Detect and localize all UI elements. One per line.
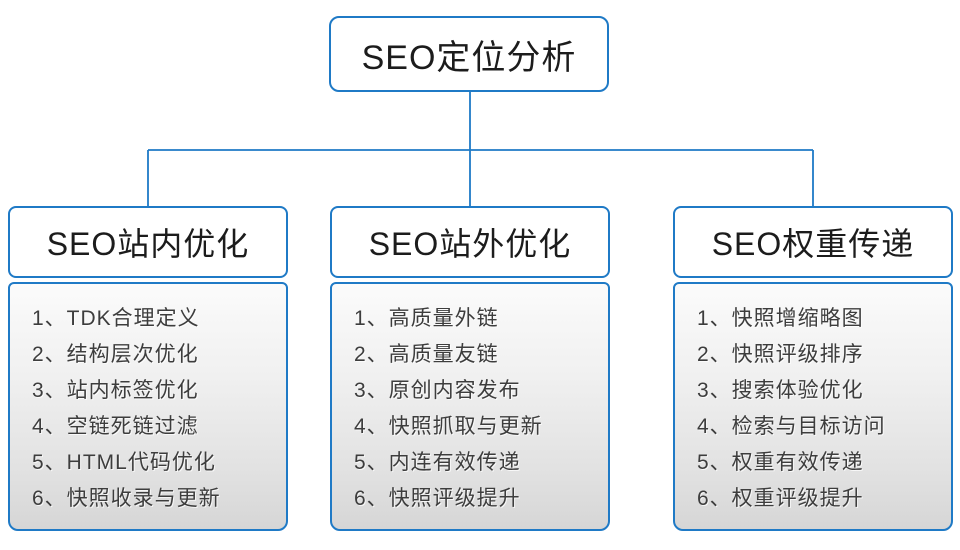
column-weight-title: SEO权重传递 [711, 226, 915, 262]
list-item: 2、结构层次优化 [32, 343, 199, 366]
column-weight-list: 1、快照增缩略图 2、快照评级排序 3、搜索体验优化 4、检索与目标访问 5、权… [673, 282, 953, 531]
list-item: 5、HTML代码优化 [32, 451, 216, 474]
list-item: 1、快照增缩略图 [697, 307, 864, 330]
list-item: 1、高质量外链 [354, 307, 499, 330]
column-offsite-list: 1、高质量外链 2、高质量友链 3、原创内容发布 4、快照抓取与更新 5、内连有… [330, 282, 610, 531]
list-item: 6、快照收录与更新 [32, 487, 221, 510]
column-onsite-list: 1、TDK合理定义 2、结构层次优化 3、站内标签优化 4、空链死链过滤 5、H… [8, 282, 288, 531]
list-item: 6、快照评级提升 [354, 487, 521, 510]
list-item: 3、原创内容发布 [354, 379, 521, 402]
column-weight: SEO权重传递 1、快照增缩略图 2、快照评级排序 3、搜索体验优化 4、检索与… [673, 206, 953, 531]
list-item: 1、TDK合理定义 [32, 307, 200, 330]
column-onsite: SEO站内优化 1、TDK合理定义 2、结构层次优化 3、站内标签优化 4、空链… [8, 206, 288, 531]
list-item: 2、快照评级排序 [697, 343, 864, 366]
list-item: 5、内连有效传递 [354, 451, 521, 474]
column-offsite-header: SEO站外优化 [330, 206, 610, 278]
list-item: 6、权重评级提升 [697, 487, 864, 510]
list-item: 4、检索与目标访问 [697, 415, 886, 438]
root-node: SEO定位分析 [329, 16, 609, 92]
column-onsite-header: SEO站内优化 [8, 206, 288, 278]
column-offsite-title: SEO站外优化 [368, 226, 572, 262]
connector-path [147, 92, 814, 206]
column-weight-header: SEO权重传递 [673, 206, 953, 278]
column-onsite-title: SEO站内优化 [46, 226, 250, 262]
list-item: 4、空链死链过滤 [32, 415, 199, 438]
column-offsite: SEO站外优化 1、高质量外链 2、高质量友链 3、原创内容发布 4、快照抓取与… [330, 206, 610, 531]
list-item: 3、搜索体验优化 [697, 379, 864, 402]
list-item: 5、权重有效传递 [697, 451, 864, 474]
list-item: 4、快照抓取与更新 [354, 415, 543, 438]
list-item: 3、站内标签优化 [32, 379, 199, 402]
root-node-title: SEO定位分析 [361, 38, 577, 77]
list-item: 2、高质量友链 [354, 343, 499, 366]
